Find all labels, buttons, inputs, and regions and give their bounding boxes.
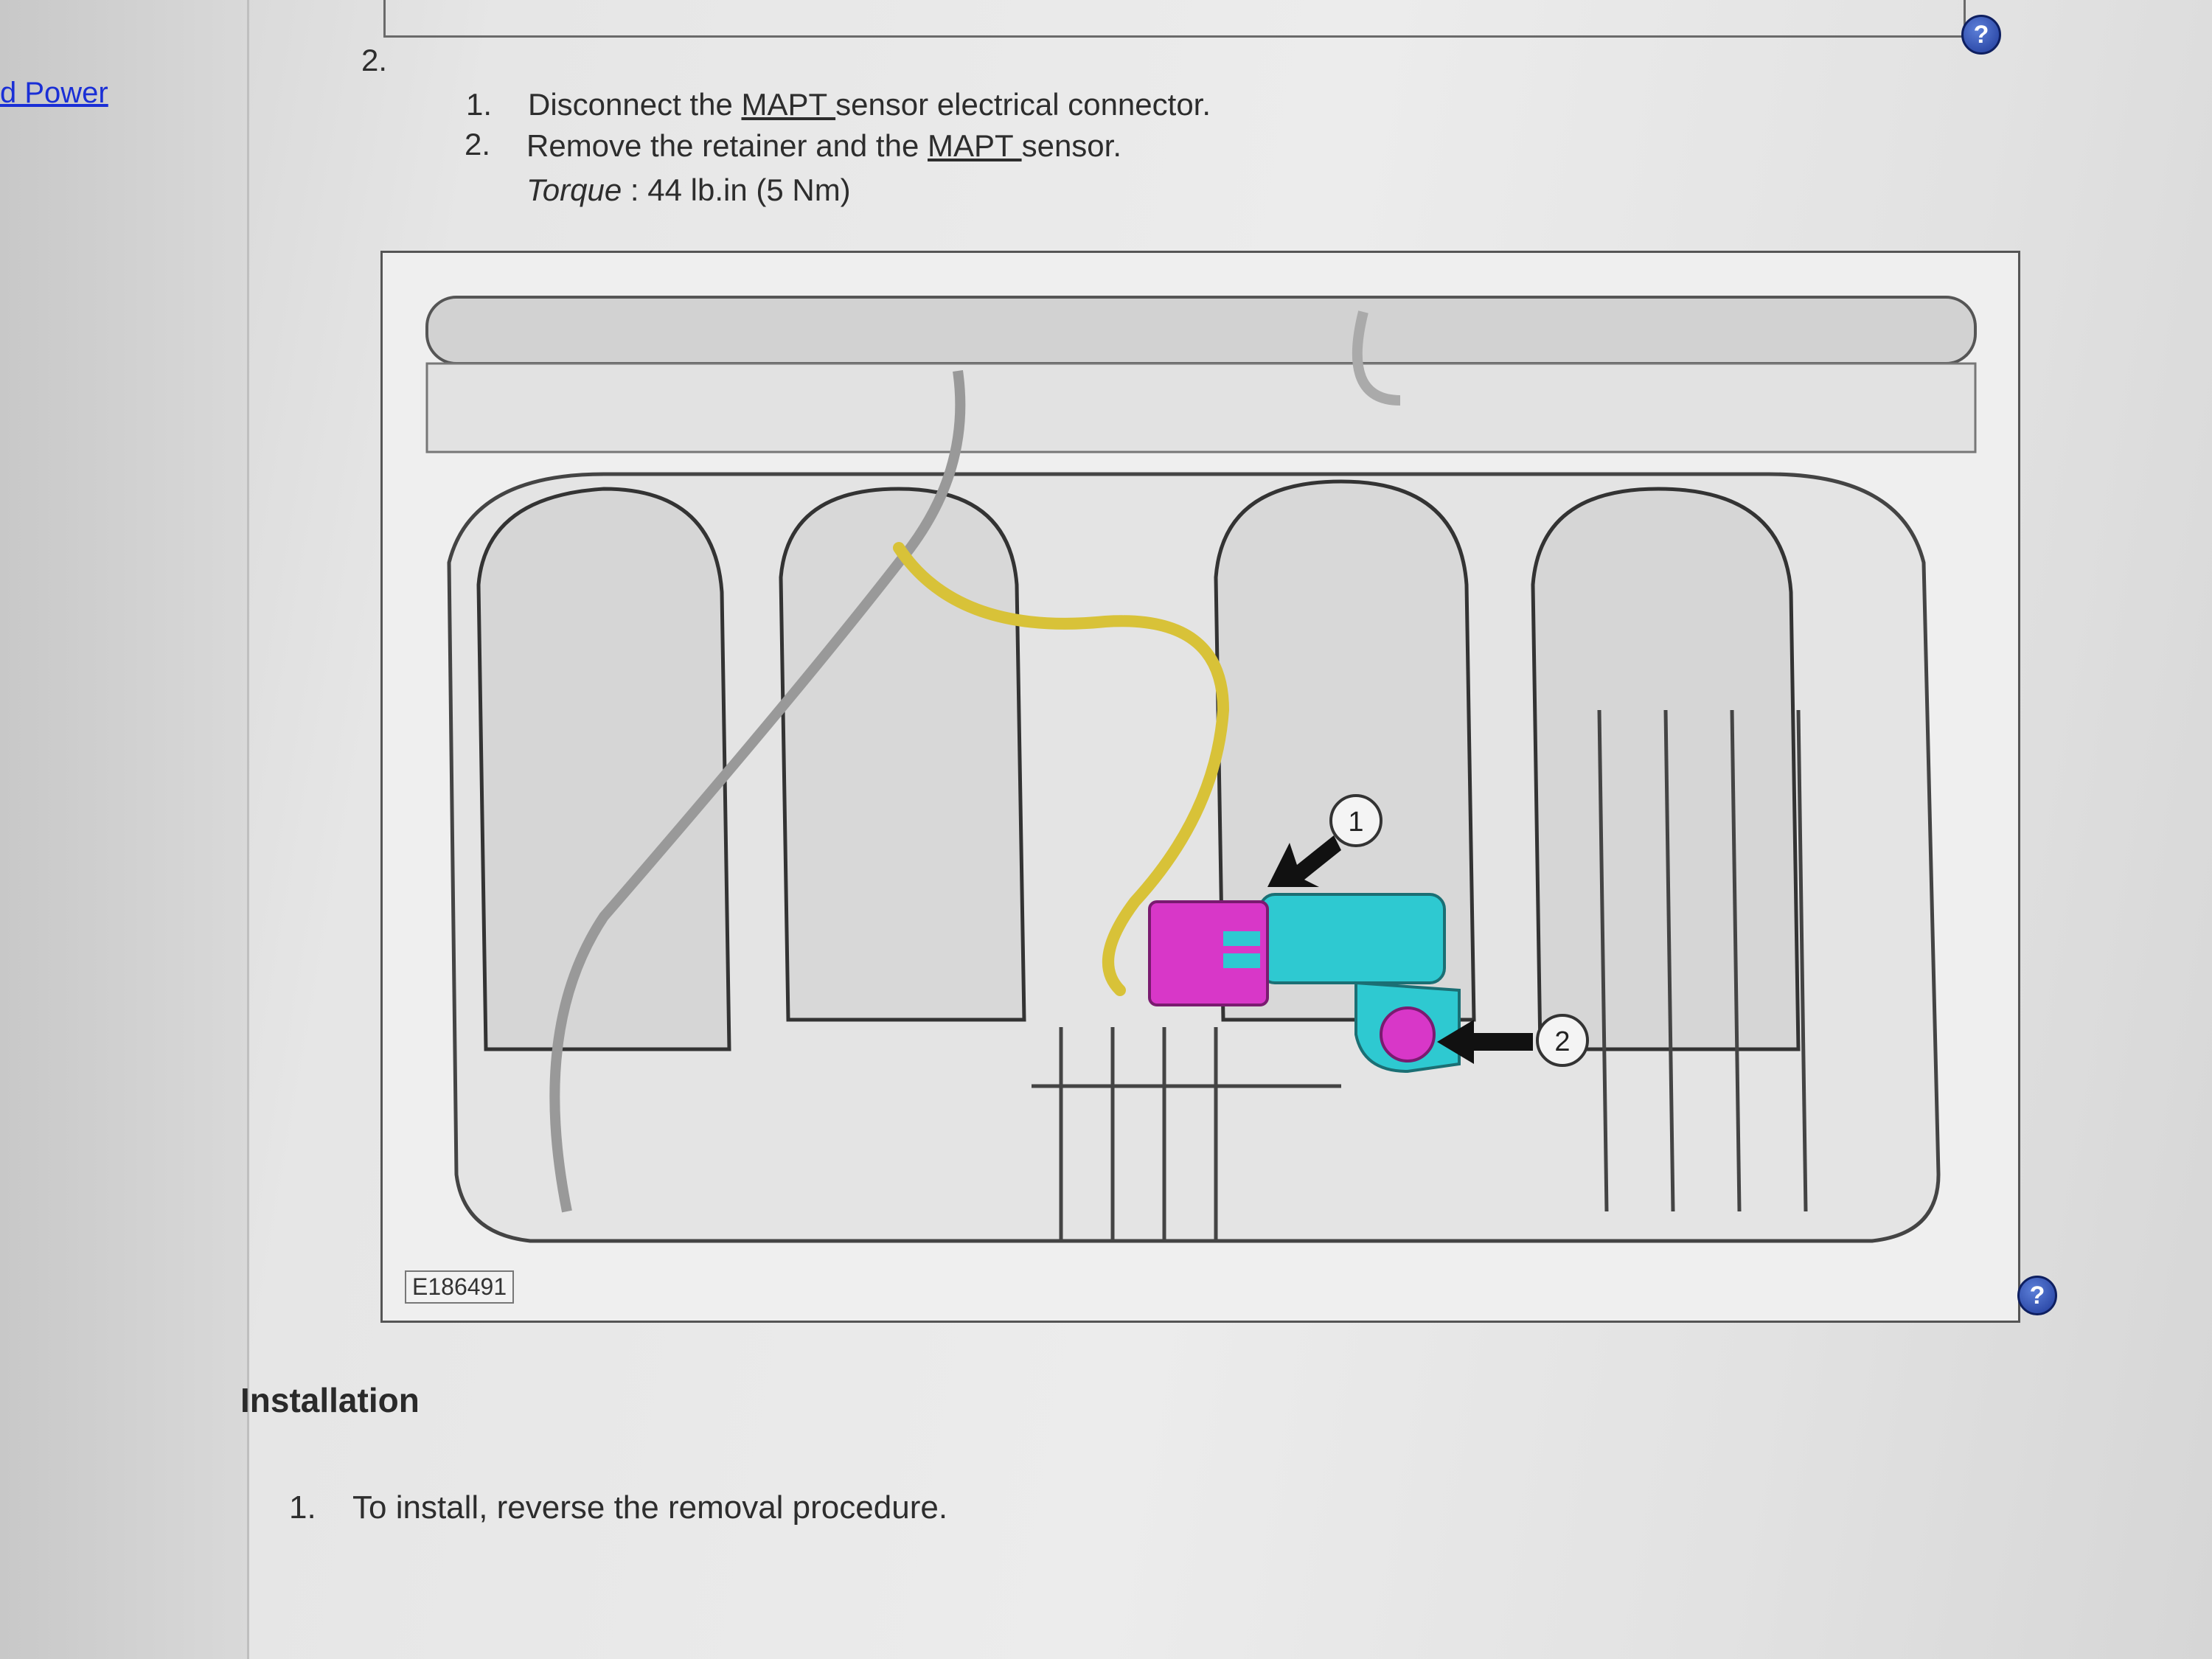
substep-text: Remove the retainer and the MAPT sensor. [526,128,1121,164]
intake-manifold-illustration: 1 2 [383,253,2018,1321]
torque-value: : 44 lb.in (5 Nm) [622,173,851,207]
help-icon[interactable]: ? [1961,15,2001,55]
mapt-abbreviation-link[interactable]: MAPT [741,87,836,122]
substep-number: 1. [466,87,493,122]
installation-heading: Installation [240,1381,420,1419]
substep-text-after: sensor electrical connector. [835,87,1211,122]
mapt-sensor [1259,893,1461,1074]
substep-text-before: Disconnect the [528,87,742,122]
callout-2: 2 [1554,1026,1570,1057]
nav-link-power[interactable]: d Power [0,77,108,109]
previous-figure-frame [383,0,1966,38]
substep-text-before: Remove the retainer and the [526,128,928,163]
torque-label: Torque [526,173,622,207]
step-number: 2. [361,43,388,77]
left-navigation-panel: d Power [0,0,249,1659]
callout-1: 1 [1348,807,1363,838]
help-icon[interactable]: ? [2017,1276,2057,1315]
retainer-bolt [1380,1006,1436,1062]
install-step-text: To install, reverse the removal procedur… [352,1489,948,1526]
torque-spec: Torque : 44 lb.in (5 Nm) [526,173,851,208]
substep-text-after: sensor. [1021,128,1122,163]
figure-id-label: E186491 [405,1270,515,1304]
procedure-figure: 1 2 E186491 [380,251,2020,1323]
sensor-wire [893,542,1230,996]
substep-text: Disconnect the MAPT sensor electrical co… [528,87,1211,122]
install-step-number: 1. [289,1489,316,1526]
electrical-connector [1148,900,1269,1006]
mapt-abbreviation-link[interactable]: MAPT [928,128,1022,163]
substep-number: 2. [465,127,491,161]
